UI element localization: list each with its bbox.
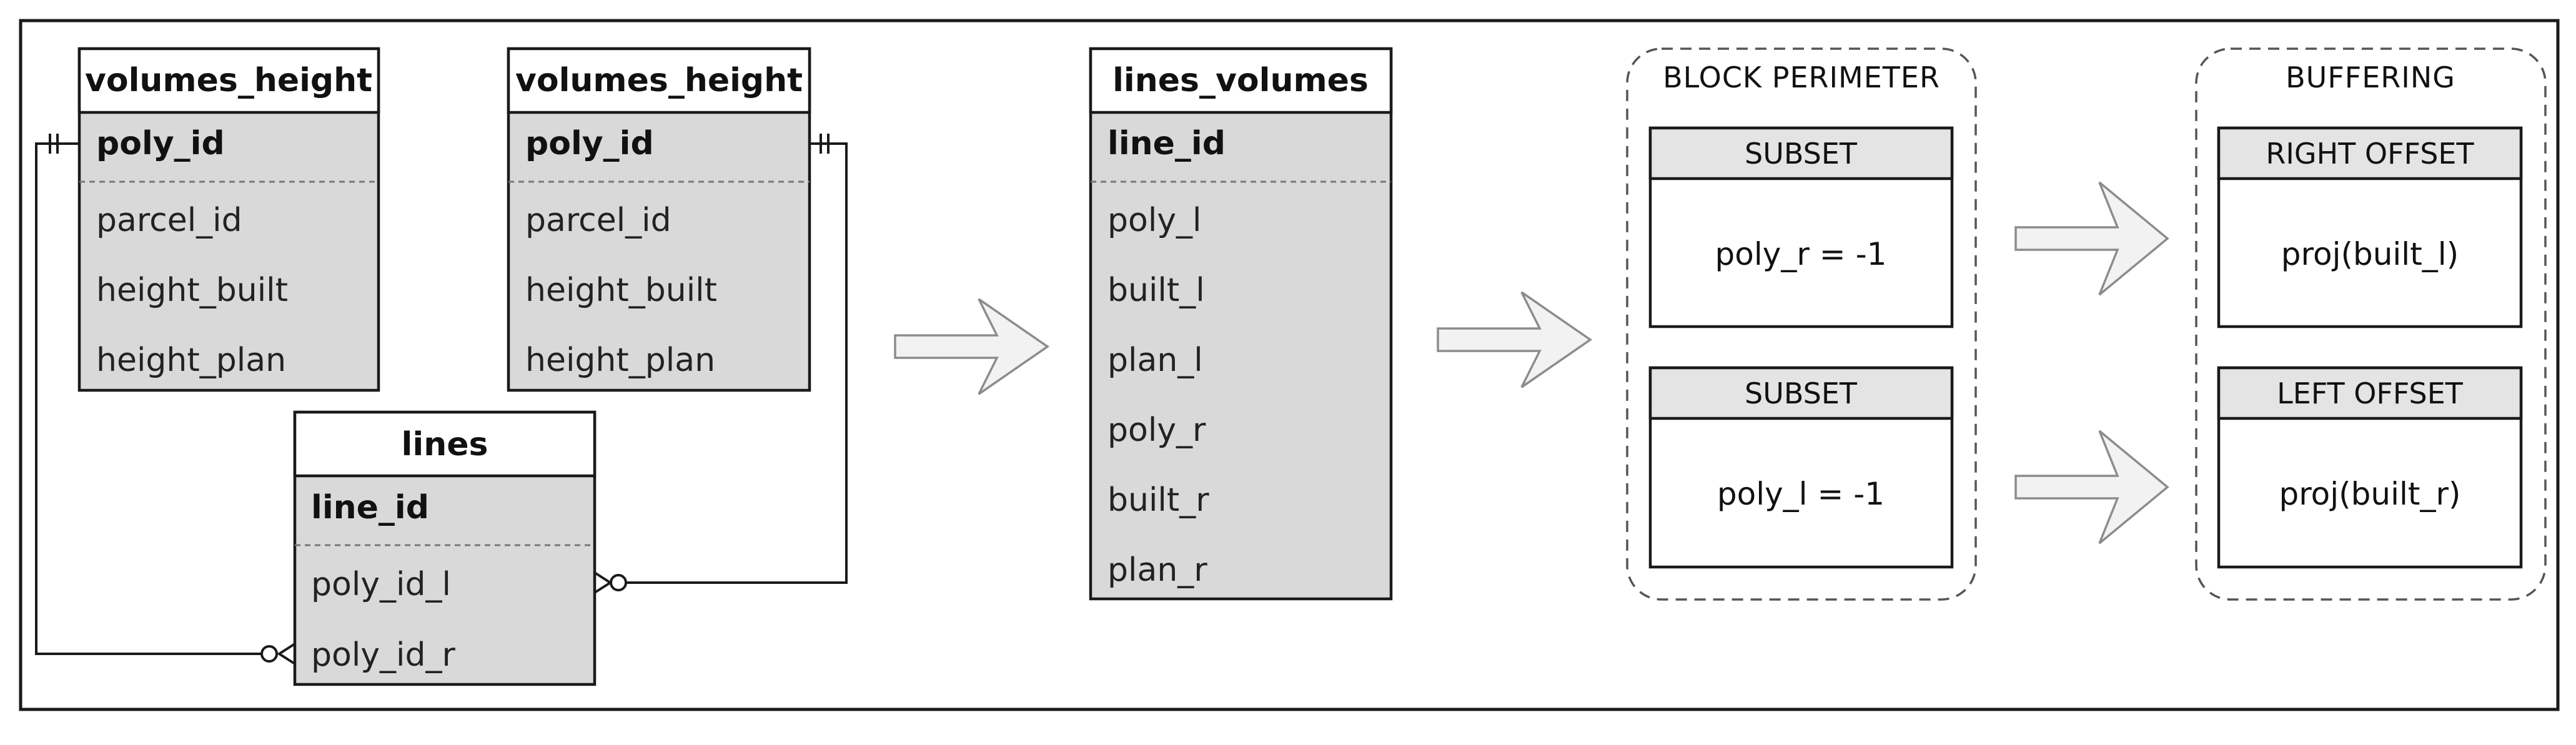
hollow-right-arrow-icon bbox=[2014, 430, 2169, 545]
subset-box-left[interactable]: SUBSET poly_l = -1 bbox=[1648, 366, 1954, 569]
right-offset-box[interactable]: RIGHT OFFSET proj(built_l) bbox=[2217, 126, 2523, 328]
primary-key: poly_id bbox=[96, 125, 225, 162]
table-header bbox=[77, 47, 380, 114]
table-field: height_plan bbox=[525, 342, 715, 379]
group-block-perimeter: BLOCK PERIMETER SUBSET poly_r = -1 SUBSE… bbox=[1626, 47, 1977, 601]
table-title: volumes_height bbox=[85, 62, 372, 99]
table-header bbox=[293, 410, 597, 478]
box-expression: proj(built_l) bbox=[2281, 236, 2459, 272]
group-title: BUFFERING bbox=[2286, 61, 2455, 94]
box-expression: proj(built_r) bbox=[2279, 476, 2460, 512]
hollow-right-arrow-icon bbox=[894, 298, 1050, 395]
table-field: height_built bbox=[96, 272, 288, 309]
table-header bbox=[507, 47, 811, 114]
relation-right-poly-to-poly-id-l bbox=[593, 134, 848, 594]
table-volumes-height-left[interactable]: volumes_height poly_id parcel_id height_… bbox=[77, 47, 380, 392]
subset-box-right[interactable]: SUBSET poly_r = -1 bbox=[1648, 126, 1954, 328]
hollow-right-arrow-icon bbox=[1437, 291, 1593, 388]
box-expression: poly_r = -1 bbox=[1715, 236, 1887, 272]
group-buffering: BUFFERING RIGHT OFFSET proj(built_l) LEF… bbox=[2195, 47, 2547, 601]
table-lines[interactable]: lines line_id poly_id_l poly_id_r bbox=[293, 410, 597, 686]
primary-key: line_id bbox=[1107, 125, 1226, 162]
box-header bbox=[1648, 366, 1954, 420]
table-field: plan_r bbox=[1107, 551, 1207, 589]
table-field: height_built bbox=[525, 272, 717, 309]
table-header bbox=[1089, 47, 1393, 114]
box-header-label: RIGHT OFFSET bbox=[2266, 137, 2474, 170]
table-title: volumes_height bbox=[515, 62, 803, 99]
primary-key: poly_id bbox=[525, 125, 654, 162]
table-field: built_l bbox=[1107, 272, 1205, 309]
box-header-label: SUBSET bbox=[1745, 137, 1858, 170]
crow-foot-many-icon bbox=[593, 571, 613, 594]
box-header-label: LEFT OFFSET bbox=[2277, 377, 2464, 410]
table-volumes-height-right[interactable]: volumes_height poly_id parcel_id height_… bbox=[507, 47, 811, 392]
zero-ring-icon bbox=[610, 574, 627, 591]
table-field: parcel_id bbox=[96, 202, 242, 239]
table-title: lines bbox=[402, 426, 488, 463]
table-title: lines_volumes bbox=[1112, 62, 1369, 99]
table-field: poly_id_r bbox=[311, 636, 455, 674]
left-offset-box[interactable]: LEFT OFFSET proj(built_r) bbox=[2217, 366, 2523, 569]
table-field: parcel_id bbox=[525, 202, 671, 239]
table-field: poly_id_l bbox=[311, 566, 451, 603]
group-title: BLOCK PERIMETER bbox=[1663, 61, 1940, 94]
zero-ring-icon bbox=[260, 645, 278, 663]
table-field: built_r bbox=[1107, 481, 1209, 519]
box-header bbox=[2217, 366, 2523, 420]
table-field: height_plan bbox=[96, 342, 286, 379]
box-header bbox=[2217, 126, 2523, 180]
hollow-right-arrow-icon bbox=[2014, 181, 2169, 296]
primary-key: line_id bbox=[311, 489, 429, 526]
table-lines-volumes[interactable]: lines_volumes line_id poly_l built_l pla… bbox=[1089, 47, 1393, 601]
table-field: plan_l bbox=[1107, 342, 1203, 379]
box-expression: poly_l = -1 bbox=[1717, 476, 1885, 512]
crow-foot-many-icon bbox=[277, 643, 296, 665]
table-body bbox=[1089, 47, 1393, 601]
box-header bbox=[1648, 126, 1954, 180]
relation-left-poly-to-poly-id-r bbox=[35, 134, 296, 665]
box-header-label: SUBSET bbox=[1745, 377, 1858, 410]
table-field: poly_r bbox=[1107, 412, 1206, 449]
table-field: poly_l bbox=[1107, 202, 1202, 239]
